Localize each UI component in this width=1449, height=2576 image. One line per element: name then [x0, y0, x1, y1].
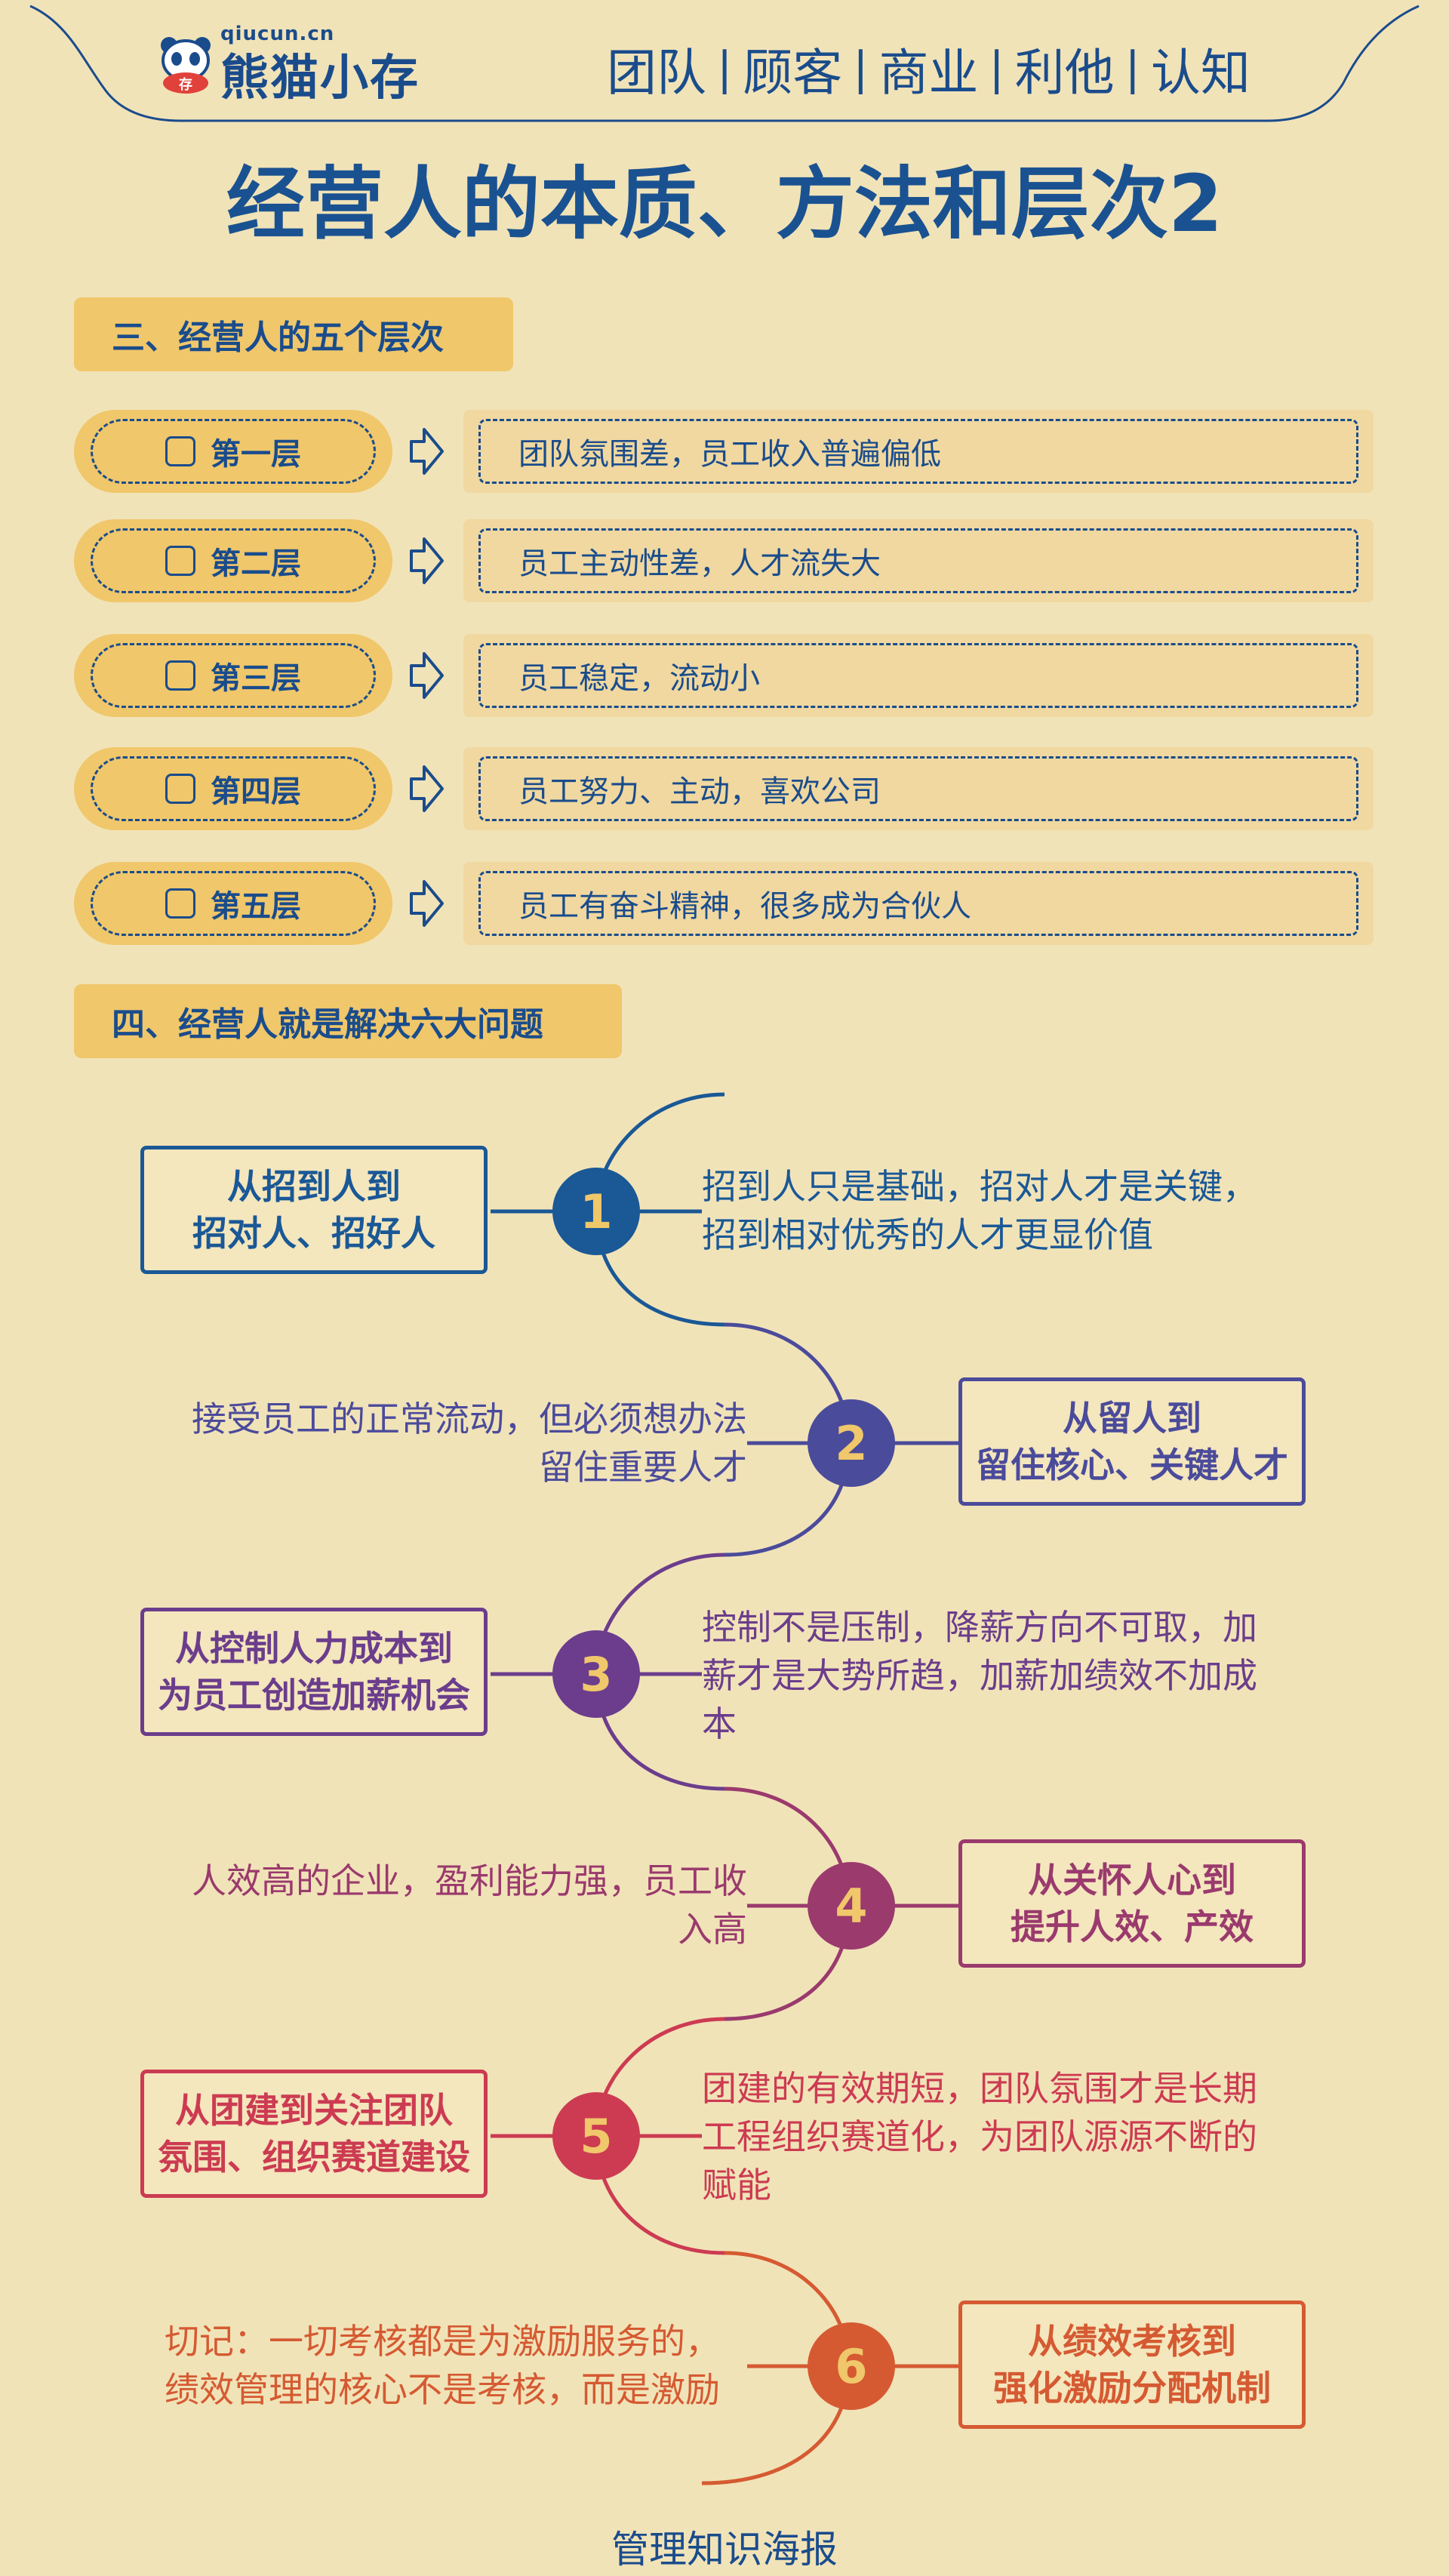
- desc-line: 团建的有效期短，团队氛围才是长期: [702, 2068, 1257, 2109]
- panda-badge-text: 存: [179, 76, 192, 93]
- level-text: 员工有奋斗精神，很多成为合伙人: [478, 871, 1358, 936]
- step-number: 2: [835, 1416, 867, 1471]
- problem-desc-4: 人效高的企业，盈利能力强，员工收入高: [128, 1857, 747, 1953]
- desc-line: 接受员工的正常流动，但必须想办法: [192, 1399, 747, 1439]
- desc-line: 人效高的企业，盈利能力强，员工收: [192, 1860, 747, 1901]
- arrow-right-icon: [410, 652, 444, 699]
- level-pill-3: 第三层: [74, 634, 392, 717]
- problem-box-6: 从绩效考核到强化激励分配机制: [958, 2301, 1306, 2429]
- problem-desc-2: 接受员工的正常流动，但必须想办法留住重要人才: [128, 1395, 747, 1491]
- checkbox-icon[interactable]: [165, 436, 195, 466]
- desc-line: 工程组织赛道化，为团队源源不断的: [702, 2116, 1257, 2157]
- checkbox-icon[interactable]: [165, 660, 195, 691]
- level-text: 员工努力、主动，喜欢公司: [478, 756, 1358, 821]
- problem-box-4: 从关怀人心到提升人效、产效: [958, 1839, 1306, 1968]
- step-badge-5: 5: [552, 2092, 640, 2180]
- checkbox-icon[interactable]: [165, 888, 195, 919]
- section-heading-five-levels: 三、经营人的五个层次: [74, 297, 513, 371]
- level-text: 员工稳定，流动小: [478, 643, 1358, 708]
- desc-line: 薪才是大势所趋，加薪加绩效不加成: [702, 1655, 1257, 1696]
- problem-title-line: 从关怀人心到: [1028, 1860, 1236, 1900]
- problem-title-line: 从招到人到: [227, 1166, 401, 1207]
- problem-title-line: 招对人、招好人: [192, 1213, 435, 1254]
- step-badge-1: 1: [552, 1168, 640, 1255]
- problem-title-line: 从团建到关注团队: [175, 2090, 453, 2131]
- panda-logo-icon: 存: [158, 35, 213, 94]
- nav-item-team[interactable]: 团队: [607, 44, 706, 102]
- arrow-right-icon: [410, 880, 444, 927]
- desc-line: 切记：一切考核都是为激励服务的，: [165, 2321, 720, 2362]
- arrow-right-icon: [410, 537, 444, 584]
- level-description-5: 员工有奋斗精神，很多成为合伙人: [463, 862, 1374, 945]
- desc-line: 控制不是压制，降薪方向不可取，加: [702, 1607, 1257, 1648]
- arrow-right-icon: [410, 765, 444, 812]
- problem-title-line: 为员工创造加薪机会: [158, 1675, 470, 1716]
- problem-desc-1: 招到人只是基础，招对人才是关键， 招到相对优秀的人才更显价值: [702, 1162, 1321, 1259]
- desc-line: 招到相对优秀的人才更显价值: [702, 1214, 1153, 1255]
- brand-name[interactable]: 熊猫小存: [220, 51, 420, 106]
- level-pill-4: 第四层: [74, 747, 392, 830]
- level-description-4: 员工努力、主动，喜欢公司: [463, 747, 1374, 830]
- step-badge-2: 2: [808, 1399, 895, 1487]
- level-label: 第二层: [211, 546, 301, 581]
- nav-divider: |: [1124, 42, 1140, 95]
- top-nav: 团队 | 顾客 | 商业 | 利他 | 认知: [596, 35, 1261, 103]
- problem-desc-3: 控制不是压制，降薪方向不可取，加薪才是大势所趋，加薪加绩效不加成本: [702, 1603, 1321, 1748]
- step-badge-6: 6: [808, 2322, 895, 2410]
- problem-box-3: 从控制人力成本到为员工创造加薪机会: [140, 1608, 488, 1736]
- header-frame-line: [29, 5, 1420, 122]
- page-title: 经营人的本质、方法和层次2: [226, 158, 1223, 250]
- nav-item-cognition[interactable]: 认知: [1150, 44, 1251, 102]
- problem-desc-6: 切记：一切考核都是为激励服务的， 绩效管理的核心不是考核，而是激励: [165, 2317, 783, 2414]
- step-badge-4: 4: [808, 1862, 895, 1950]
- problem-box-2: 从留人到留住核心、关键人才: [958, 1377, 1306, 1506]
- problem-title-line: 强化激励分配机制: [993, 2368, 1271, 2408]
- step-number: 4: [835, 1879, 867, 1934]
- level-text: 团队氛围差，员工收入普遍偏低: [478, 419, 1358, 484]
- level-label: 第三层: [211, 661, 301, 696]
- arrow-right-icon: [410, 428, 444, 475]
- step-number: 1: [580, 1184, 612, 1239]
- problem-title-line: 提升人效、产效: [1011, 1907, 1254, 1947]
- problem-title-line: 从绩效考核到: [1028, 2321, 1236, 2362]
- desc-line: 本: [702, 1703, 737, 1744]
- level-label: 第四层: [211, 774, 301, 809]
- desc-line: 入高: [678, 1909, 747, 1950]
- problem-box-5: 从团建到关注团队氛围、组织赛道建设: [140, 2070, 488, 2198]
- level-text: 员工主动性差，人才流失大: [478, 528, 1358, 593]
- nav-divider: |: [717, 42, 733, 95]
- footer-caption: 管理知识海报: [611, 2528, 838, 2571]
- checkbox-icon[interactable]: [165, 774, 195, 804]
- level-label: 第一层: [211, 437, 301, 472]
- problem-title-line: 留住核心、关键人才: [976, 1445, 1288, 1485]
- level-description-1: 团队氛围差，员工收入普遍偏低: [463, 410, 1374, 493]
- problem-desc-5: 团建的有效期短，团队氛围才是长期工程组织赛道化，为团队源源不断的赋能: [702, 2064, 1321, 2209]
- checkbox-icon[interactable]: [165, 546, 195, 576]
- level-pill-5: 第五层: [74, 862, 392, 945]
- step-number: 5: [580, 2109, 612, 2164]
- desc-line: 招到人只是基础，招对人才是关键，: [702, 1166, 1257, 1207]
- problem-title-line: 从控制人力成本到: [175, 1628, 453, 1669]
- level-description-3: 员工稳定，流动小: [463, 634, 1374, 717]
- nav-item-customer[interactable]: 顾客: [743, 44, 843, 102]
- level-description-2: 员工主动性差，人才流失大: [463, 519, 1374, 602]
- brand-url[interactable]: qiucun.cn: [220, 23, 335, 45]
- section-heading-six-problems: 四、经营人就是解决六大问题: [74, 984, 622, 1058]
- step-badge-3: 3: [552, 1630, 640, 1718]
- problem-box-1: 从招到人到招对人、招好人: [140, 1146, 488, 1274]
- step-number: 6: [835, 2339, 867, 2394]
- nav-item-altruism[interactable]: 利他: [1014, 44, 1115, 102]
- desc-line: 赋能: [702, 2165, 771, 2205]
- level-label: 第五层: [211, 889, 301, 924]
- level-pill-1: 第一层: [74, 410, 392, 493]
- nav-divider: |: [853, 42, 869, 95]
- problem-title-line: 从留人到: [1063, 1398, 1201, 1439]
- problem-title-line: 氛围、组织赛道建设: [158, 2137, 470, 2177]
- step-number: 3: [580, 1647, 612, 1702]
- desc-line: 留住重要人才: [539, 1447, 747, 1488]
- desc-line: 绩效管理的核心不是考核，而是激励: [165, 2369, 720, 2410]
- level-pill-2: 第二层: [74, 519, 392, 602]
- nav-item-business[interactable]: 商业: [878, 44, 979, 102]
- nav-divider: |: [989, 42, 1004, 95]
